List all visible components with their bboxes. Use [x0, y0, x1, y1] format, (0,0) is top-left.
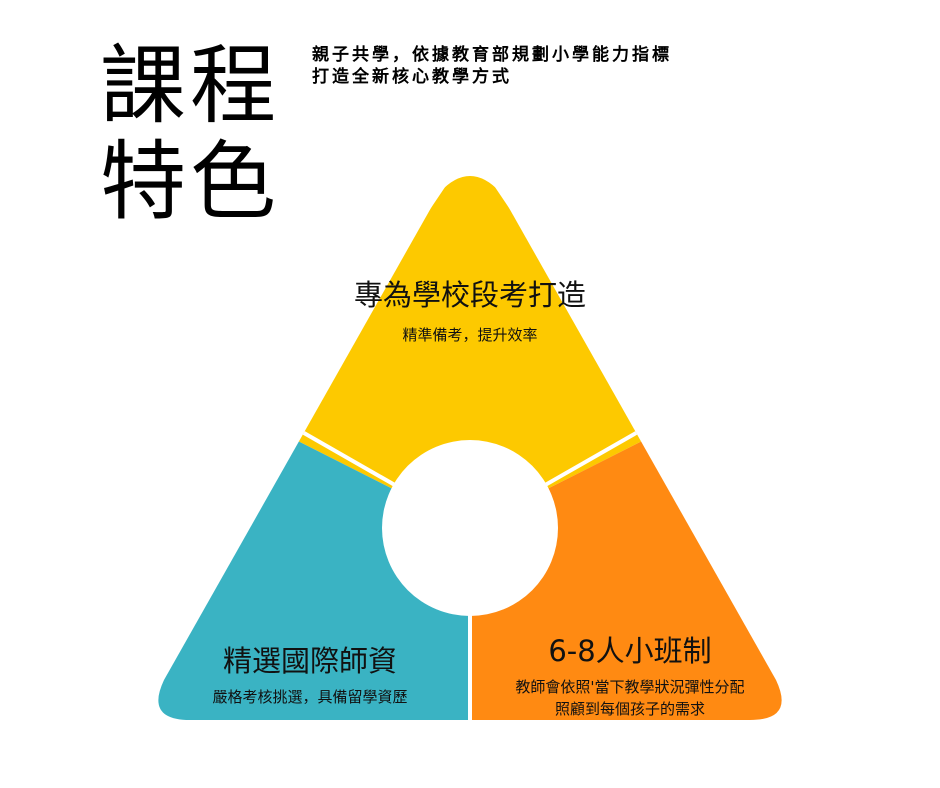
section-desc: 精準備考，提升效率 [402, 326, 538, 344]
section-desc: 教師會依照'當下教學狀況彈性分配 [515, 678, 745, 696]
section-desc: 照顧到每個孩子的需求 [554, 700, 705, 718]
subtitle: 親子共學，依據教育部規劃小學能力指標 打造全新核心教學方式 [312, 44, 672, 88]
section-heading: 6-8人小班制 [548, 634, 712, 668]
subtitle-line2: 打造全新核心教學方式 [312, 67, 512, 87]
section-left-shape [158, 432, 470, 720]
title-line2: 特色 [100, 132, 280, 232]
subtitle-line1: 親子共學，依據教育部規劃小學能力指標 [312, 45, 672, 65]
section-right: 6-8人小班制 教師會依照'當下教學狀況彈性分配 照顧到每個孩子的需求 [480, 628, 780, 720]
center-circle [382, 440, 558, 616]
section-right-shape [470, 432, 782, 720]
section-top: 專為學校段考打造 精準備考，提升效率 [300, 272, 640, 345]
section-top-shape [280, 176, 660, 528]
section-desc: 嚴格考核挑選，具備留學資歷 [212, 688, 408, 706]
section-left: 精選國際師資 嚴格考核挑選，具備留學資歷 [160, 638, 460, 707]
section-heading: 專為學校段考打造 [353, 278, 586, 312]
title-line1: 課程 [100, 36, 280, 136]
section-heading: 精選國際師資 [222, 644, 397, 678]
